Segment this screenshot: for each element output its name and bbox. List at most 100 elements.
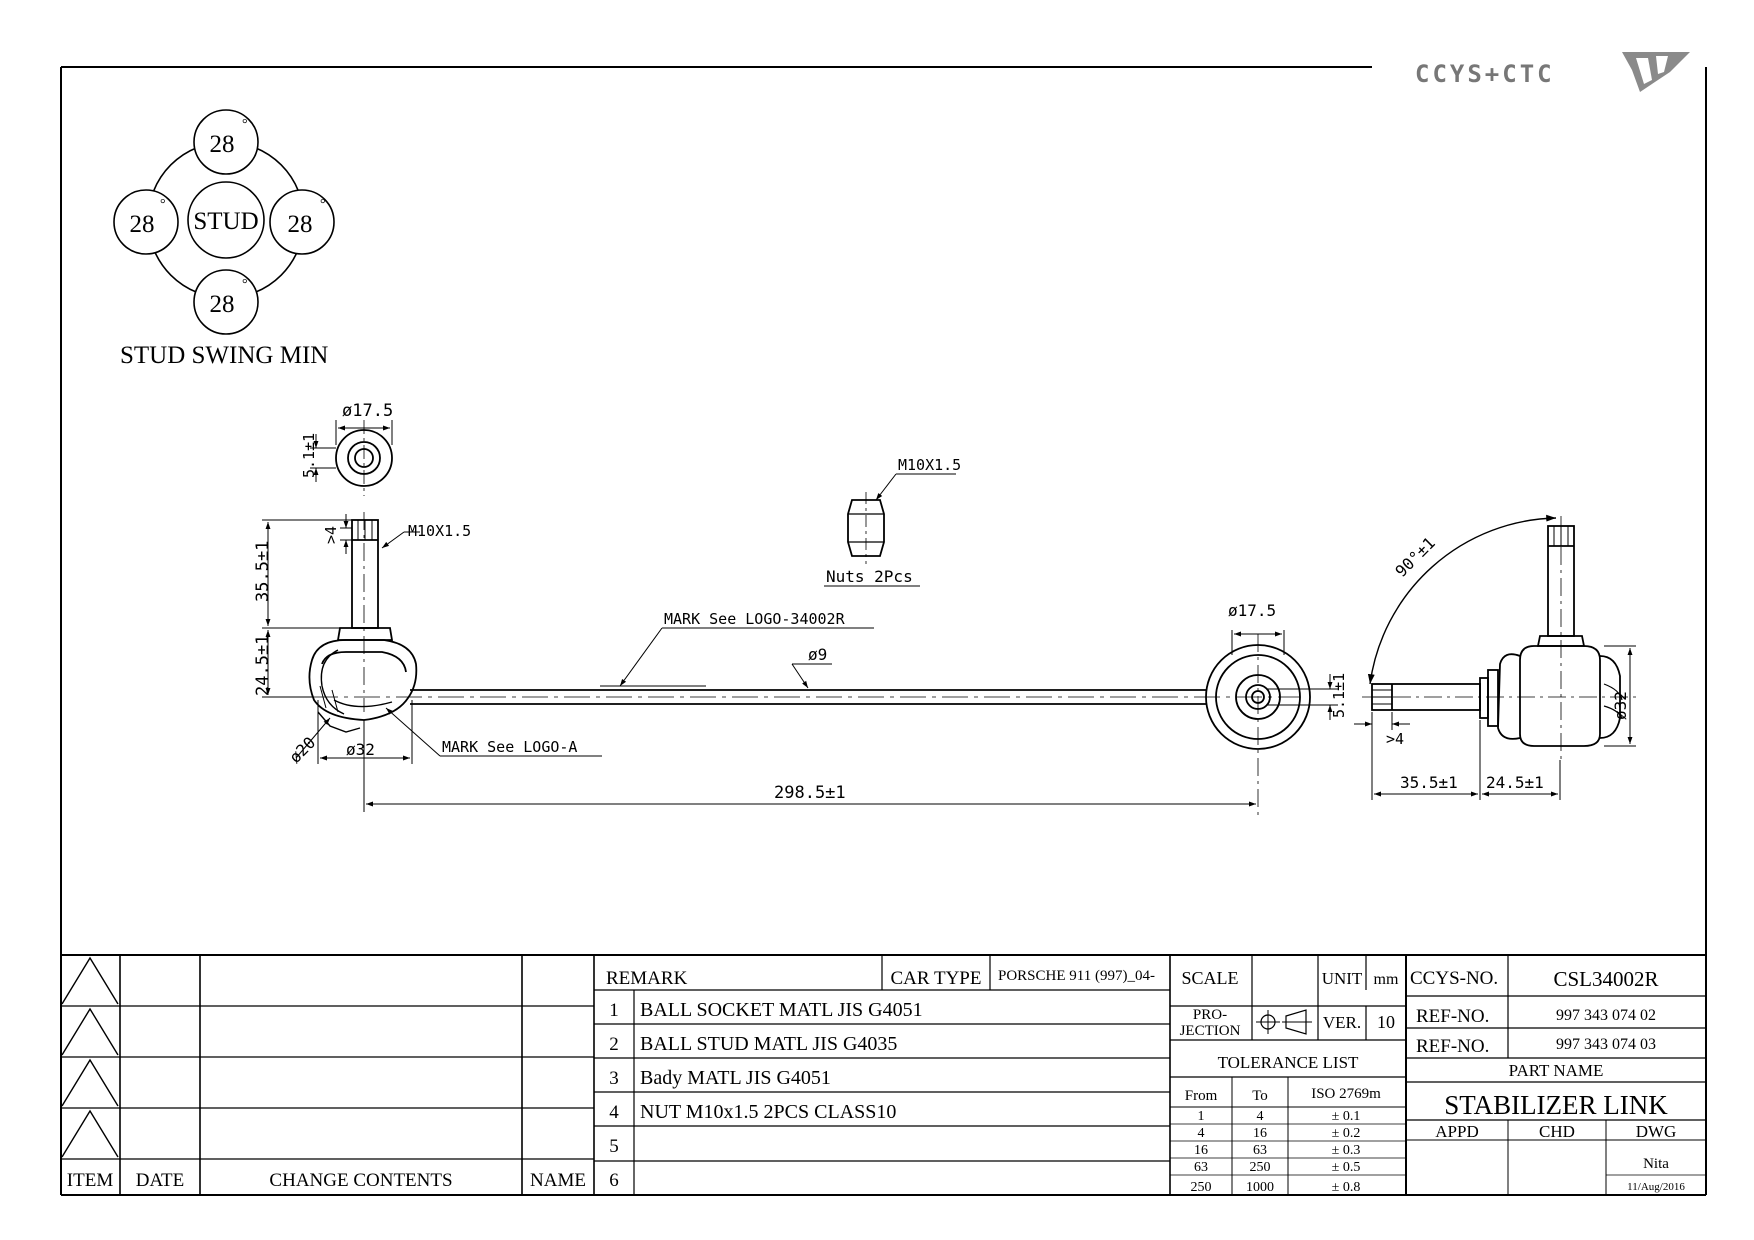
remark-text: BALL STUD MATL JIS G4035: [640, 1033, 897, 1055]
swing-center-label: STUD: [193, 208, 258, 235]
dwg-date: 11/Aug/2016: [1627, 1181, 1685, 1193]
stud-top-view: [310, 420, 393, 496]
remark-no: 6: [609, 1170, 619, 1191]
assembly-side-view: [1362, 514, 1640, 760]
dim-gap-left: >4: [322, 526, 340, 544]
title-block-grid: [61, 954, 1706, 1195]
stud-swing-diagram: [113, 109, 335, 335]
swing-caption: STUD SWING MIN: [120, 342, 328, 369]
scale-label: SCALE: [1181, 968, 1238, 988]
tol-to: 63: [1253, 1143, 1267, 1158]
car-type-label: CAR TYPE: [891, 968, 982, 989]
remark-no: 1: [609, 1000, 619, 1021]
ver-value: 10: [1377, 1012, 1395, 1032]
tol-from: 250: [1191, 1180, 1212, 1195]
ccys-no-label: CCYS-NO.: [1410, 968, 1498, 989]
tol-from: 16: [1194, 1143, 1208, 1158]
ref-no-value-2: 997 343 074 03: [1556, 1036, 1656, 1053]
rev-header-change: CHANGE CONTENTS: [269, 1170, 452, 1191]
company-logo: CCYS+CTC: [1415, 52, 1690, 92]
dwg-label: DWG: [1636, 1122, 1677, 1141]
appd-label: APPD: [1435, 1122, 1478, 1141]
assembly-front-view: [308, 512, 1311, 820]
dim-thread-left: M10X1.5: [408, 522, 471, 540]
dim-body-length-right: 24.5±1: [1486, 773, 1544, 792]
remark-text: Bady MATL JIS G4051: [640, 1067, 831, 1089]
dim-right-tolerance: 5.1±1: [1330, 673, 1348, 718]
dwg-name: Nita: [1643, 1156, 1669, 1172]
tol-header-iso: ISO 2769m: [1311, 1086, 1381, 1102]
tolerance-title: TOLERANCE LIST: [1218, 1053, 1359, 1072]
unit-label: UNIT: [1322, 969, 1363, 988]
swing-top-value: 28: [210, 131, 235, 158]
remark-no: 2: [609, 1034, 619, 1055]
nut-detail: [824, 473, 956, 587]
tol-value: ± 0.5: [1332, 1160, 1361, 1175]
tol-header-from: From: [1185, 1088, 1218, 1104]
tol-to: 4: [1257, 1109, 1264, 1124]
sheet-frame: [60, 66, 1707, 1196]
dim-top-diameter: ø17.5: [342, 401, 393, 421]
rev-header-name: NAME: [530, 1170, 586, 1191]
unit-value: mm: [1374, 971, 1399, 988]
dim-nut-thread: M10X1.5: [898, 456, 961, 474]
tol-value: ± 0.2: [1332, 1126, 1361, 1141]
deg-mark: °: [242, 117, 248, 132]
ref-no-label-2: REF-NO.: [1416, 1036, 1489, 1057]
ccys-no-value: CSL34002R: [1553, 967, 1658, 991]
tol-to: 250: [1250, 1160, 1271, 1175]
tol-value: ± 0.8: [1332, 1180, 1361, 1195]
tol-from: 63: [1194, 1160, 1208, 1175]
ref-no-value-1: 997 343 074 02: [1556, 1007, 1656, 1024]
swing-left-value: 28: [130, 211, 155, 238]
nuts-label: Nuts 2Pcs: [826, 567, 913, 586]
deg-mark: °: [320, 197, 326, 212]
dim-dia-32-left: ø32: [346, 740, 375, 759]
tol-from: 4: [1198, 1126, 1205, 1141]
logo-mark-icon: [1622, 52, 1690, 92]
dim-body-length-left: 24.5±1: [253, 635, 273, 696]
projection-label-1: PRO-: [1193, 1007, 1227, 1023]
rev-header-item: ITEM: [67, 1170, 114, 1191]
remark-no: 5: [609, 1136, 619, 1157]
tol-header-to: To: [1252, 1088, 1268, 1104]
dim-stud-length-left: 35.5±1: [253, 541, 273, 602]
tol-to: 16: [1253, 1126, 1267, 1141]
part-name-value: STABILIZER LINK: [1444, 1090, 1668, 1120]
remark-text: NUT M10x1.5 2PCS CLASS10: [640, 1101, 896, 1123]
remark-label: REMARK: [606, 968, 688, 989]
mark-logo-34002r: MARK See LOGO-34002R: [664, 610, 846, 628]
ref-no-label-1: REF-NO.: [1416, 1006, 1489, 1027]
dim-top-tolerance: 5.1±1: [300, 433, 318, 478]
tol-value: ± 0.1: [1332, 1109, 1361, 1124]
ver-label: VER.: [1323, 1013, 1361, 1032]
dim-right-eye-diameter: ø17.5: [1228, 601, 1276, 620]
swing-bottom-value: 28: [210, 291, 235, 318]
dim-dia-20: ø20: [285, 733, 319, 767]
dim-gap-right: >4: [1386, 730, 1404, 748]
car-type-value: PORSCHE 911 (997)_04-: [998, 968, 1155, 984]
tol-to: 1000: [1246, 1180, 1274, 1195]
dim-overall-length: 298.5±1: [774, 783, 846, 803]
dim-rod-diameter: ø9: [808, 645, 827, 664]
swing-right-value: 28: [288, 211, 313, 238]
rev-header-date: DATE: [136, 1170, 185, 1191]
remark-no: 3: [609, 1068, 619, 1089]
dim-swing-angle: 90°±1: [1391, 533, 1438, 580]
mark-logo-a: MARK See LOGO-A: [442, 738, 577, 756]
logo-text: CCYS+CTC: [1415, 60, 1555, 88]
dim-stud-length-right: 35.5±1: [1400, 773, 1458, 792]
projection-label-2: JECTION: [1180, 1023, 1241, 1039]
deg-mark: °: [160, 197, 166, 212]
side-view-dimensions: [1354, 645, 1636, 800]
dim-dia-32-right: ø32: [1611, 691, 1630, 720]
tol-from: 1: [1198, 1109, 1205, 1124]
part-name-label: PART NAME: [1509, 1061, 1604, 1080]
left-dimensions: [262, 514, 1338, 812]
deg-mark: °: [242, 277, 248, 292]
remark-no: 4: [609, 1102, 619, 1123]
tol-value: ± 0.3: [1332, 1143, 1361, 1158]
chd-label: CHD: [1539, 1122, 1575, 1141]
remark-text: BALL SOCKET MATL JIS G4051: [640, 999, 923, 1021]
